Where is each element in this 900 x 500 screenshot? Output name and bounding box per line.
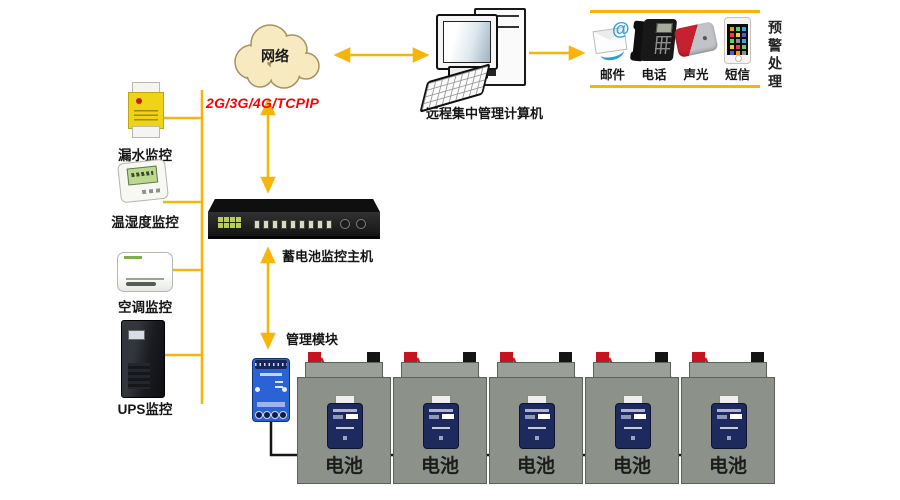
protocol-label: 2G/3G/4G/TCPIP bbox=[206, 95, 320, 111]
switch-connector bbox=[340, 219, 350, 229]
battery-positive-terminal bbox=[692, 352, 705, 364]
module-terminal-block bbox=[255, 360, 287, 369]
switch-port-row bbox=[254, 220, 332, 229]
smartphone-icon bbox=[724, 17, 751, 64]
battery-unit: 电池 bbox=[393, 350, 487, 485]
monitor-label-temp-humidity: 温湿度监控 bbox=[111, 215, 179, 230]
at-glyph: @ bbox=[611, 19, 630, 39]
desktop-computer-icon bbox=[419, 2, 534, 113]
battery-positive-terminal bbox=[596, 352, 609, 364]
sensor-lcd bbox=[126, 165, 159, 186]
battery-sensor-icon bbox=[711, 403, 747, 449]
battery-label: 电池 bbox=[708, 456, 747, 477]
management-module-label: 管理模块 bbox=[286, 332, 339, 347]
data-collector-icon bbox=[252, 358, 290, 422]
module-indicators bbox=[275, 381, 283, 391]
monitor-label-ac: 空调监控 bbox=[118, 300, 172, 315]
phone-screen bbox=[655, 23, 673, 33]
battery-body: 电池 bbox=[681, 377, 775, 484]
switch-port-block bbox=[218, 217, 244, 228]
computer-label: 远程集中管理计算机 bbox=[425, 106, 543, 121]
battery-sensor-icon bbox=[615, 403, 651, 449]
battery-negative-terminal bbox=[463, 352, 476, 364]
battery-sensor-icon bbox=[423, 403, 459, 449]
battery-label: 电池 bbox=[612, 456, 651, 477]
phone-keypad bbox=[654, 36, 672, 54]
battery-unit: 电池 bbox=[585, 350, 679, 485]
alert-item-siren: 声光 bbox=[673, 17, 719, 83]
ups-vent bbox=[128, 363, 150, 389]
alert-item-email: @ 邮件 bbox=[592, 17, 633, 83]
battery-positive-terminal bbox=[404, 352, 417, 364]
leak-sensor-icon bbox=[128, 82, 164, 138]
ac-vent bbox=[126, 277, 164, 280]
module-screw bbox=[255, 387, 260, 392]
network-cloud-icon: 网络 bbox=[222, 16, 328, 98]
alert-label: 电话 bbox=[641, 68, 667, 82]
battery-positive-terminal bbox=[308, 352, 321, 364]
battery-unit: 电池 bbox=[681, 350, 775, 485]
battery-sensor-icon bbox=[327, 403, 363, 449]
smartphone-screen bbox=[727, 24, 748, 55]
monitor-label-ups: UPS监控 bbox=[117, 402, 173, 417]
computer-monitor bbox=[436, 14, 498, 70]
siren-icon bbox=[673, 17, 719, 61]
alert-panel: @ 邮件 电话 声光 bbox=[590, 10, 760, 88]
alert-label: 声光 bbox=[683, 68, 709, 82]
alert-label: 邮件 bbox=[599, 68, 625, 82]
alert-handling-title: 预警处理 bbox=[767, 20, 783, 92]
sensor-body bbox=[128, 92, 164, 129]
battery-negative-terminal bbox=[751, 352, 764, 364]
battery-negative-terminal bbox=[655, 352, 668, 364]
siren-shape bbox=[673, 21, 719, 58]
air-conditioner-icon bbox=[117, 252, 173, 292]
battery-positive-terminal bbox=[500, 352, 513, 364]
rack-switch-icon bbox=[208, 199, 380, 241]
smartphone-home-button bbox=[734, 55, 742, 62]
battery-label: 电池 bbox=[324, 456, 363, 477]
ac-indicator bbox=[124, 256, 142, 259]
module-screw bbox=[282, 387, 287, 392]
module-label-bar bbox=[260, 373, 282, 376]
switch-front-panel bbox=[208, 212, 380, 239]
switch-top-face bbox=[208, 199, 380, 212]
cloud-shape bbox=[234, 24, 320, 89]
host-label: 蓄电池监控主机 bbox=[282, 249, 374, 264]
sensor-buttons bbox=[141, 188, 163, 195]
battery-negative-terminal bbox=[367, 352, 380, 364]
battery-unit: 电池 bbox=[297, 350, 391, 485]
computer-screen bbox=[443, 21, 491, 63]
phone-body bbox=[639, 19, 678, 61]
ups-tower-icon bbox=[121, 320, 165, 398]
switch-connector bbox=[356, 219, 366, 229]
battery-negative-terminal bbox=[559, 352, 572, 364]
battery-sensor-icon bbox=[519, 403, 555, 449]
alert-item-phone: 电话 bbox=[631, 17, 678, 83]
battery-label: 电池 bbox=[420, 456, 459, 477]
module-ports bbox=[255, 410, 287, 419]
network-label: 网络 bbox=[261, 48, 289, 64]
smartphone-app-grid bbox=[730, 27, 734, 31]
battery-unit: 电池 bbox=[489, 350, 583, 485]
alert-label: 短信 bbox=[724, 68, 750, 82]
phone-icon bbox=[631, 17, 678, 64]
module-brand-band bbox=[257, 402, 285, 407]
ups-display bbox=[128, 330, 145, 340]
alert-item-sms: 短信 bbox=[717, 17, 758, 83]
ac-louver bbox=[126, 282, 156, 286]
email-icon: @ bbox=[592, 17, 633, 63]
sensor-bottom-cap bbox=[132, 126, 160, 138]
battery-label: 电池 bbox=[516, 456, 555, 477]
temp-humidity-sensor-icon bbox=[117, 158, 169, 204]
